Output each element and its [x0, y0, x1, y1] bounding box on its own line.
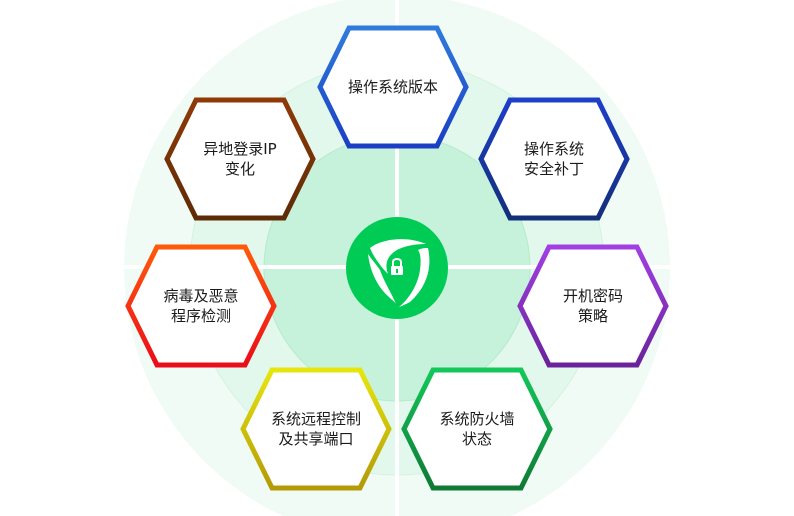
hexagon-os-version — [317, 25, 469, 149]
hexagon-boot-password — [517, 244, 669, 368]
hexagon-remote-control — [240, 367, 392, 491]
center-logo — [346, 217, 448, 319]
hexagon-remote-login-ip — [164, 97, 316, 221]
hexagon-firewall — [401, 367, 553, 491]
shield-lock-icon — [368, 239, 430, 307]
hexagon-os-patch — [478, 97, 630, 221]
hexagon-virus-detection — [125, 244, 277, 368]
